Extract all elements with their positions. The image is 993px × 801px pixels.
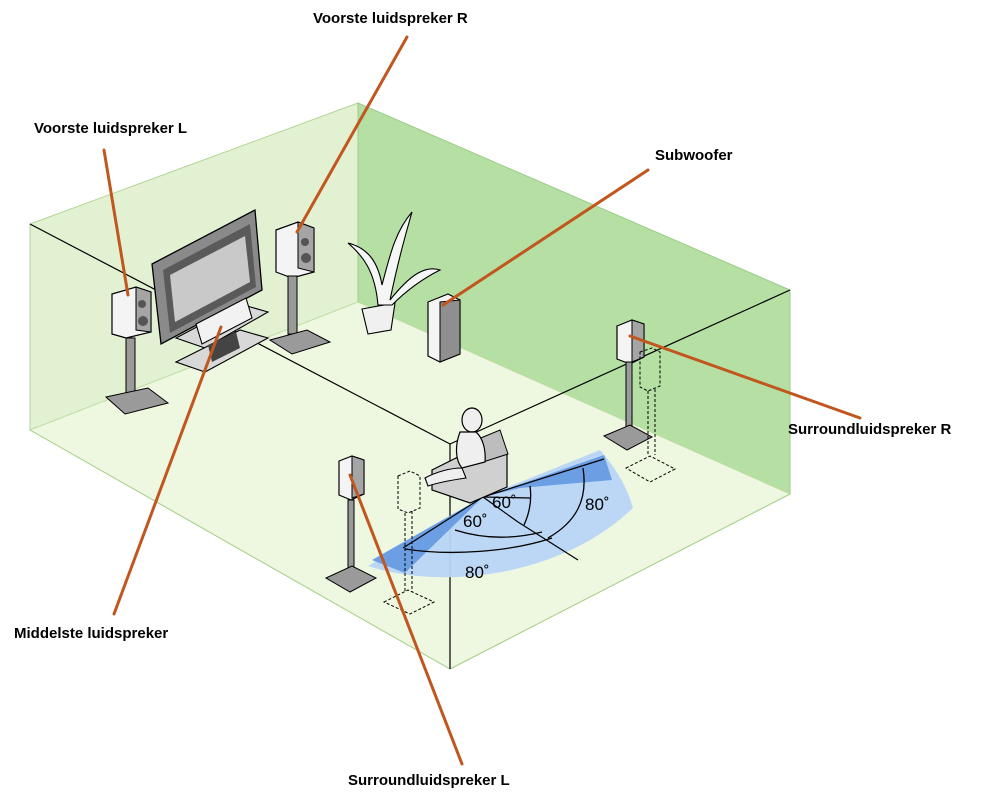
arc-outer-right (547, 467, 585, 539)
leader-front-left (102, 148, 130, 297)
front-edge-left (29, 429, 451, 670)
arc-inner-left (454, 529, 543, 538)
arc-outer-bottom (404, 537, 553, 554)
angle-outer-bottom: 80˚ (465, 563, 490, 582)
speaker-icon (268, 221, 332, 355)
listener-icon (424, 407, 486, 487)
arc-inner-right (523, 485, 532, 526)
zone-left-dark (372, 497, 483, 573)
leader-center (112, 325, 223, 616)
label-center: Middelste luidspreker (14, 625, 169, 642)
room-edge-b (449, 289, 791, 445)
leader-lines (102, 35, 862, 766)
angle-inner-right: 60˚ (492, 493, 517, 512)
label-surround-right: Surroundluidspreker R (788, 421, 952, 438)
angle-outer-right: 80˚ (585, 495, 610, 514)
leader-surround-right (628, 334, 862, 420)
leader-subwoofer (441, 168, 650, 307)
label-subwoofer: Subwoofer (655, 147, 733, 164)
front-edge-right (449, 493, 791, 670)
room (28, 102, 792, 670)
subwoofer-icon (427, 293, 461, 363)
leader-front-right (295, 35, 409, 234)
angle-inner-left: 60˚ (463, 512, 488, 531)
label-surround-left: Surroundluidspreker L (348, 772, 510, 789)
label-front-right: Voorste luidspreker R (313, 10, 468, 27)
tv-icon (151, 208, 270, 373)
plant-icon (347, 211, 442, 335)
speaker-icon (602, 319, 677, 483)
listening-zone: 60˚ 60˚ 80˚ 80˚ (368, 450, 633, 582)
label-front-left: Voorste luidspreker L (34, 120, 188, 137)
leader-surround-left (348, 473, 464, 766)
speaker-icon (104, 286, 170, 415)
